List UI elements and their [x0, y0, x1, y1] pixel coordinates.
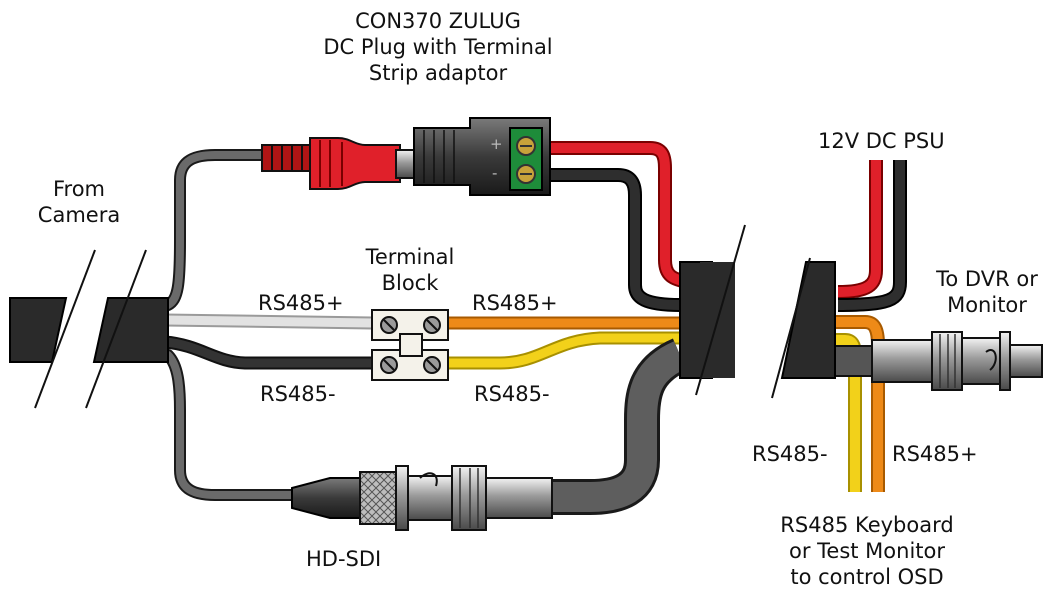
terminal-block-label: Terminal Block	[352, 244, 468, 296]
title-line-2: DC Plug with Terminal	[323, 35, 553, 59]
keyboard-line-2: or Test Monitor	[788, 539, 945, 563]
dvr-line-2: Monitor	[947, 293, 1027, 317]
from-camera-line-2: Camera	[37, 203, 121, 227]
dc-plug	[261, 117, 551, 196]
rs485-minus-mid: RS485-	[474, 382, 550, 406]
rs485-plus-left: RS485+	[258, 291, 344, 315]
title-line-3: Strip adaptor	[368, 61, 508, 85]
rs485-plus-mid: RS485+	[472, 291, 558, 315]
keyboard-line-1: RS485 Keyboard	[780, 513, 954, 537]
plug-plus-text: +	[490, 135, 503, 153]
rs485-minus-right: RS485-	[752, 442, 828, 466]
rs485-minus-left: RS485-	[260, 382, 336, 406]
adapter-title: CON370 ZULUG DC Plug with Terminal Strip…	[318, 8, 558, 86]
dvr-label: To DVR or Monitor	[928, 266, 1046, 318]
keyboard-line-3: to control OSD	[790, 565, 944, 589]
hdsdi-label: HD-SDI	[306, 547, 382, 571]
from-camera-label: From Camera	[24, 176, 134, 228]
video-cable-to-bnc	[162, 349, 306, 501]
dvr-line-1: To DVR or	[936, 267, 1038, 291]
right-sleeve	[771, 257, 836, 399]
terminal-block-part	[371, 309, 449, 381]
keyboard-label: RS485 Keyboard or Test Monitor to contro…	[752, 512, 982, 590]
psu-red-wire	[837, 160, 883, 299]
terminal-block-line-1: Terminal	[365, 245, 455, 269]
hdsdi-bnc-connector	[291, 465, 553, 531]
camera-cable-left	[9, 249, 169, 409]
from-camera-line-1: From	[52, 177, 106, 201]
terminal-block-line-2: Block	[381, 271, 439, 295]
psu-label: 12V DC PSU	[818, 129, 945, 153]
title-line-1: CON370 ZULUG	[355, 9, 521, 33]
dvr-bnc-connector	[871, 331, 1043, 391]
rs485-plus-right: RS485+	[892, 442, 978, 466]
center-sleeve	[679, 224, 746, 396]
plug-minus-text: -	[492, 164, 497, 182]
